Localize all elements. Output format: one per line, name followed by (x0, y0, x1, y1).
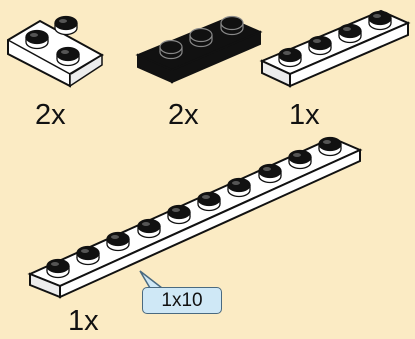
quantity-label-plate-1x3: 2x (168, 99, 199, 131)
plate-1x4-white (259, 9, 411, 88)
quantity-label-plate-1x4: 1x (289, 99, 320, 131)
plate-1x10-white (27, 136, 363, 299)
quantity-label-plate-1x10: 1x (68, 305, 99, 337)
size-callout-pointer (139, 270, 165, 289)
plate-1x3-black (135, 15, 263, 84)
corner-plate-2x2-white (7, 15, 105, 88)
quantity-label-corner-plate: 2x (35, 99, 66, 131)
size-callout-label: 1x10 (142, 287, 222, 314)
